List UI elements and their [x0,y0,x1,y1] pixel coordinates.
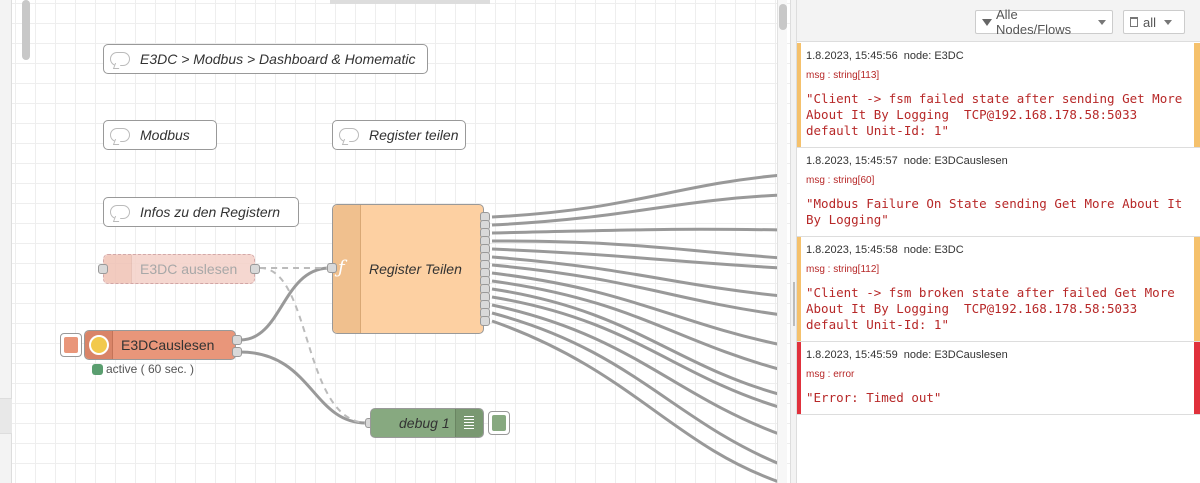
separator-grip[interactable] [793,282,795,326]
filter-icon [982,18,992,26]
filter-dropdown[interactable]: Alle Nodes/Flows [975,7,1113,37]
message-timestamp: 1.8.2023, 15:45:57 [806,155,898,167]
message-type: msg : string[113] [806,70,880,81]
message-meta: 1.8.2023, 15:45:56 node: E3DC [806,49,1186,63]
comment-icon [339,128,359,142]
comment-label: Modbus [140,127,190,143]
message-timestamp: 1.8.2023, 15:45:58 [806,244,898,256]
chevron-down-icon [1164,19,1173,25]
message-marker [797,342,801,414]
output-port[interactable] [232,347,242,357]
palette-band [0,398,12,434]
message-node[interactable]: node: E3DC [903,244,964,256]
debug-node[interactable]: debug 1 [370,408,484,438]
function-output-wires [491,173,783,483]
message-meta: 1.8.2023, 15:45:59 node: E3DCauslesen [806,348,1186,362]
input-port[interactable] [327,263,337,273]
message-marker [1194,43,1200,147]
message-node[interactable]: node: E3DCauslesen [903,349,1008,361]
message-marker [1194,237,1200,341]
message-marker [797,43,801,147]
message-meta: 1.8.2023, 15:45:58 node: E3DC [806,243,1186,257]
workspace-tab-strip [330,0,490,4]
comment-icon [110,128,130,142]
filter-label: Alle Nodes/Flows [996,7,1072,37]
inject-trigger-button[interactable] [60,333,82,357]
function-icon: ƒ [338,257,345,278]
node-label: Register Teilen [369,261,462,277]
comment-node-infos[interactable]: Infos zu den Registern [103,197,299,227]
scroll-thumb[interactable] [779,4,787,30]
comment-icon [110,52,130,66]
message-payload[interactable]: "Client -> fsm broken state after failed… [806,285,1183,332]
trash-icon [1130,17,1138,27]
modbus-icon [104,255,132,283]
message-type: msg : string[60] [806,175,875,186]
comment-node-modbus[interactable]: Modbus [103,120,217,150]
debug-list-icon [464,416,474,430]
node-label: E3DCauslesen [121,337,215,353]
message-marker [1194,342,1200,414]
debug-message[interactable]: 1.8.2023, 15:45:59 node: E3DCauslesen msg… [797,342,1200,415]
debug-icon-area [455,409,483,437]
debug-message-list[interactable]: 1.8.2023, 15:45:56 node: E3DC msg : strin… [797,43,1200,415]
debug-toggle-button[interactable] [488,411,510,435]
comment-label: E3DC > Modbus > Dashboard & Homematic [140,51,416,67]
comment-node-title[interactable]: E3DC > Modbus > Dashboard & Homematic [103,44,428,74]
output-port[interactable] [232,335,242,345]
debug-message[interactable]: 1.8.2023, 15:45:56 node: E3DC msg : strin… [797,43,1200,148]
flow-workspace[interactable]: E3DC > Modbus > Dashboard & Homematic Mo… [12,0,790,483]
message-marker [797,237,801,341]
message-type: msg : string[112] [806,264,880,275]
comment-node-register-teilen[interactable]: Register teilen [332,120,466,150]
message-payload[interactable]: "Error: Timed out" [806,390,942,405]
message-node[interactable]: node: E3DC [903,50,964,62]
modbus-star-icon [89,335,109,355]
node-icon-area [85,331,113,359]
status-dot-icon [92,363,103,375]
comment-icon [110,205,130,219]
message-meta: 1.8.2023, 15:45:57 node: E3DCauslesen [806,154,1186,168]
debug-toolbar: Alle Nodes/Flows all [797,0,1200,42]
chevron-down-icon [1098,19,1106,25]
message-timestamp: 1.8.2023, 15:45:56 [806,50,898,62]
clear-dropdown[interactable]: all [1123,10,1185,34]
node-label: debug 1 [399,415,450,431]
node-label: E3DC auslesen [140,261,238,277]
palette-edge[interactable] [0,0,12,483]
comment-label: Infos zu den Registern [140,204,281,220]
modbus-node-e3dc-auslesen[interactable]: E3DC auslesen [103,254,255,284]
debug-sidebar: Alle Nodes/Flows all 1.8.2023, 15:45:56 n… [797,0,1200,483]
workspace-right-scrollbar[interactable] [777,0,787,483]
message-payload[interactable]: "Client -> fsm failed state after sendin… [806,91,1190,138]
message-payload[interactable]: "Modbus Failure On State sending Get Mor… [806,196,1190,227]
function-node-register-teilen[interactable]: ƒ Register Teilen [332,204,484,334]
function-icon-area [333,205,361,333]
clear-label: all [1143,14,1157,30]
input-port[interactable] [98,264,108,274]
debug-message[interactable]: 1.8.2023, 15:45:58 node: E3DC msg : strin… [797,237,1200,342]
sidebar-separator[interactable] [790,0,797,483]
status-text: active ( 60 sec. ) [106,362,195,376]
message-node[interactable]: node: E3DCauslesen [903,155,1008,167]
modbus-node-e3dcauslesen[interactable]: E3DCauslesen [84,330,236,360]
output-port[interactable] [250,264,260,274]
comment-label: Register teilen [369,127,459,143]
workspace-scroll-thumb[interactable] [22,0,30,60]
node-status: active ( 60 sec. ) [92,362,194,376]
message-type: msg : error [806,369,855,380]
output-port[interactable] [480,316,490,326]
message-timestamp: 1.8.2023, 15:45:59 [806,349,898,361]
debug-message[interactable]: 1.8.2023, 15:45:57 node: E3DCauslesen msg… [797,148,1200,237]
